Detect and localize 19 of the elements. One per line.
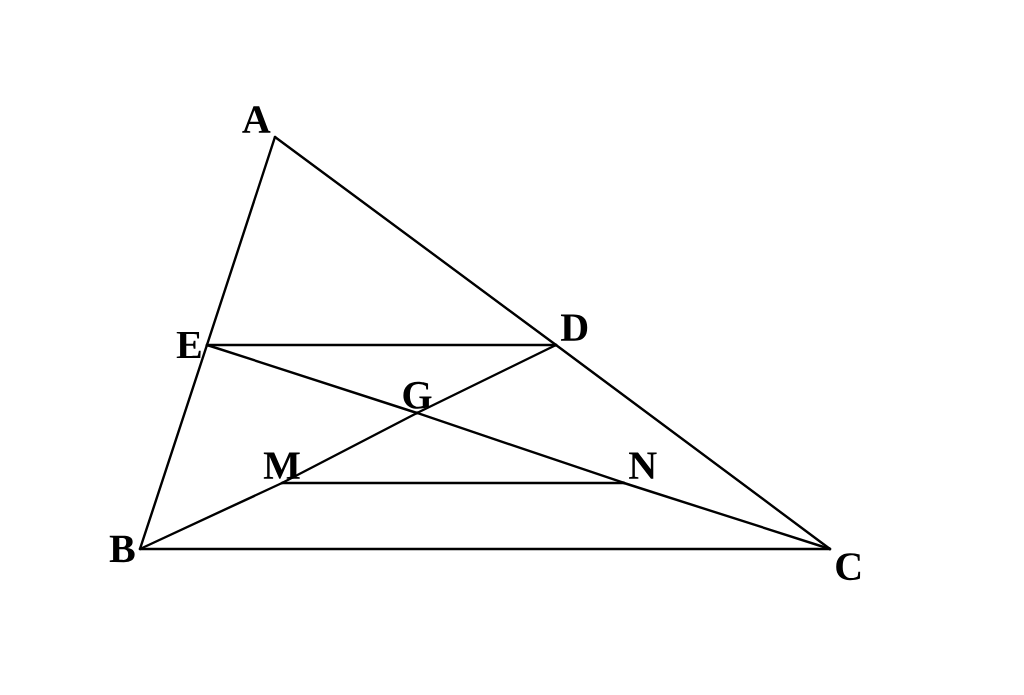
point-label: A: [242, 106, 271, 133]
line-segment: [138, 481, 284, 551]
point-label: D: [561, 314, 588, 341]
point-label: M: [263, 452, 300, 479]
line-segment: [280, 481, 626, 485]
line-segment: [138, 343, 209, 551]
line-segment: [280, 411, 419, 485]
point-label: N: [629, 452, 657, 479]
point-label: B: [109, 535, 135, 563]
line-segment: [415, 411, 626, 485]
line-segment: [205, 135, 277, 347]
line-segment: [415, 343, 558, 415]
point-label: G: [403, 381, 432, 409]
line-segment: [273, 135, 558, 347]
line-segment: [205, 343, 419, 415]
line-segment: [554, 343, 832, 551]
point-label: E: [176, 331, 201, 359]
line-segment: [622, 481, 832, 551]
point-label: C: [836, 553, 861, 581]
